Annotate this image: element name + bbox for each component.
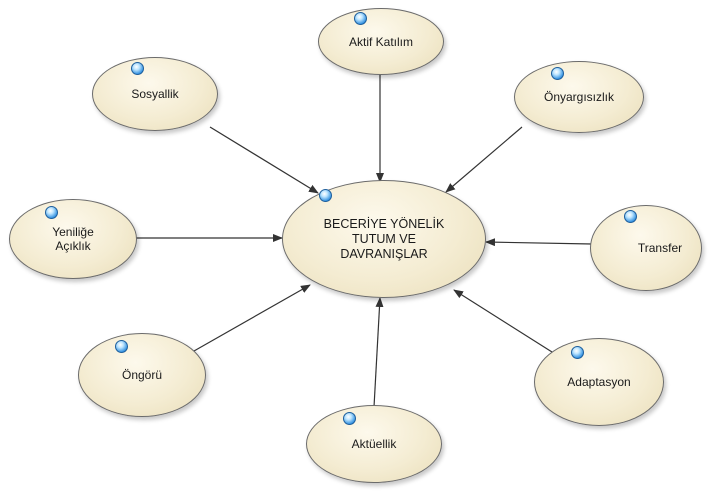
node-marker-icon — [551, 67, 564, 80]
arrow-sosyallik — [209, 126, 319, 194]
node-adaptasyon[interactable]: Adaptasyon — [534, 338, 664, 426]
node-label: Transfer — [637, 241, 683, 255]
node-transfer[interactable]: Transfer — [590, 205, 702, 291]
node-marker-icon — [354, 12, 367, 25]
arrow-onyargisizlik — [445, 126, 523, 193]
node-aktif-katilim[interactable]: Aktif Katılım — [318, 8, 444, 75]
node-yenilige-aciklik[interactable]: Yeniliğe Açıklık — [9, 199, 137, 279]
node-label: Sosyallik — [131, 87, 179, 101]
node-marker-icon — [319, 189, 332, 202]
node-marker-icon — [571, 346, 584, 359]
node-marker-icon — [624, 210, 637, 223]
node-sosyallik[interactable]: Sosyallik — [92, 57, 218, 131]
node-marker-icon — [343, 412, 356, 425]
node-label: Yeniliğe Açıklık — [52, 225, 94, 253]
node-aktuellik[interactable]: Aktüellik — [306, 405, 442, 483]
arrow-transfer — [485, 238, 593, 247]
center-node[interactable]: BECERİYE YÖNELİK TUTUM VE DAVRANIŞLAR — [282, 180, 486, 298]
node-label: Aktif Katılım — [348, 34, 413, 49]
node-label: Aktüellik — [351, 437, 397, 451]
node-marker-icon — [115, 340, 128, 353]
node-onyargisizlik[interactable]: Önyargısızlık — [514, 61, 644, 133]
arrow-adaptasyon — [453, 289, 553, 353]
node-label: Önyargısızlık — [543, 90, 615, 104]
node-label: Adaptasyon — [567, 375, 631, 389]
node-ongoru[interactable]: Öngörü — [78, 333, 206, 417]
center-node-label: BECERİYE YÖNELİK TUTUM VE DAVRANIŞLAR — [323, 216, 445, 261]
node-label: Öngörü — [121, 368, 163, 382]
arrow-aktuellik — [373, 297, 384, 408]
arrow-ongoru — [193, 284, 311, 352]
node-marker-icon — [45, 206, 58, 219]
node-marker-icon — [131, 62, 144, 75]
